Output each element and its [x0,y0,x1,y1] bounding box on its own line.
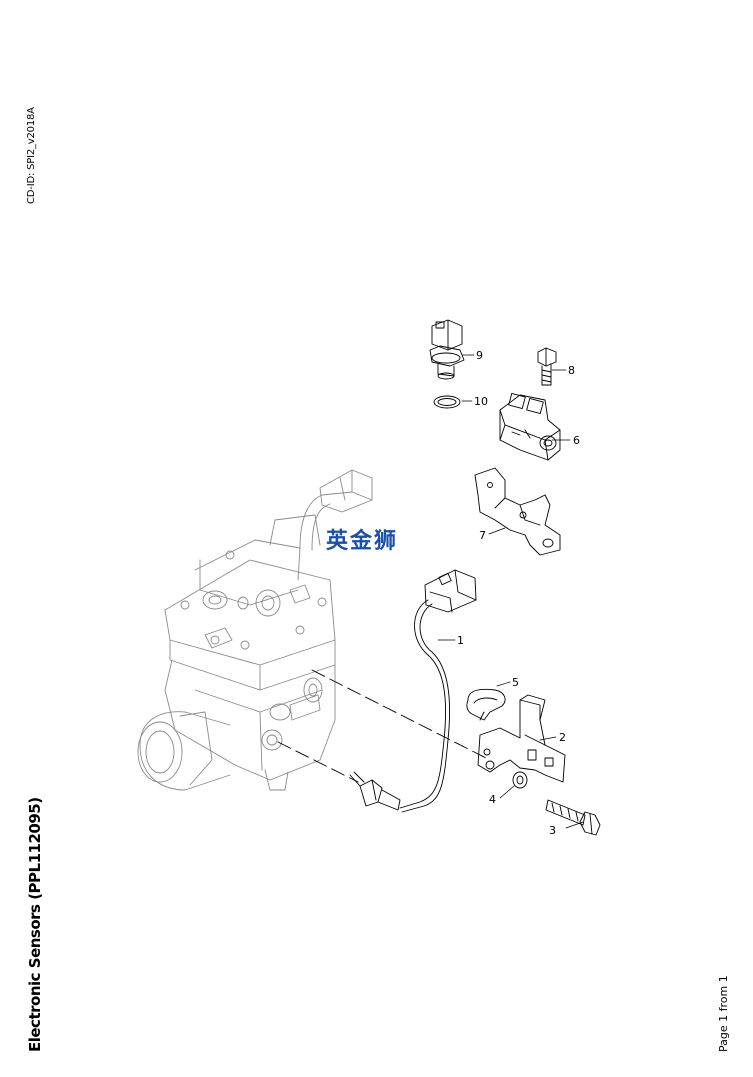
callout-3: 3 [549,824,556,837]
watermark-text: 英金狮 [326,529,399,554]
callout-1: 1 [457,634,464,647]
part-4-washer [512,771,528,789]
callout-leaders [437,354,584,829]
part-8-bolt [537,347,557,386]
callout-7: 7 [479,529,486,542]
valve-housing-drawing [137,469,373,791]
callout-5: 5 [512,676,519,689]
part-7-mounting-plate [474,467,561,556]
callout-10: 10 [474,395,488,408]
callout-6: 6 [573,434,580,447]
callout-9: 9 [476,349,483,362]
part-10-o-ring [433,395,461,409]
part-6-sensor-unit [499,392,561,461]
part-9-pressure-sensor [429,319,465,380]
part-5-clip [466,688,506,721]
callout-2: 2 [559,731,566,744]
part-2-bracket [477,694,566,783]
callout-8: 8 [568,364,575,377]
callout-labels: 1 2 3 4 5 6 7 8 9 10 [457,349,580,837]
part-3-bolt [545,799,601,836]
part-1-sensor-cable [277,569,491,813]
callout-4: 4 [489,793,496,806]
